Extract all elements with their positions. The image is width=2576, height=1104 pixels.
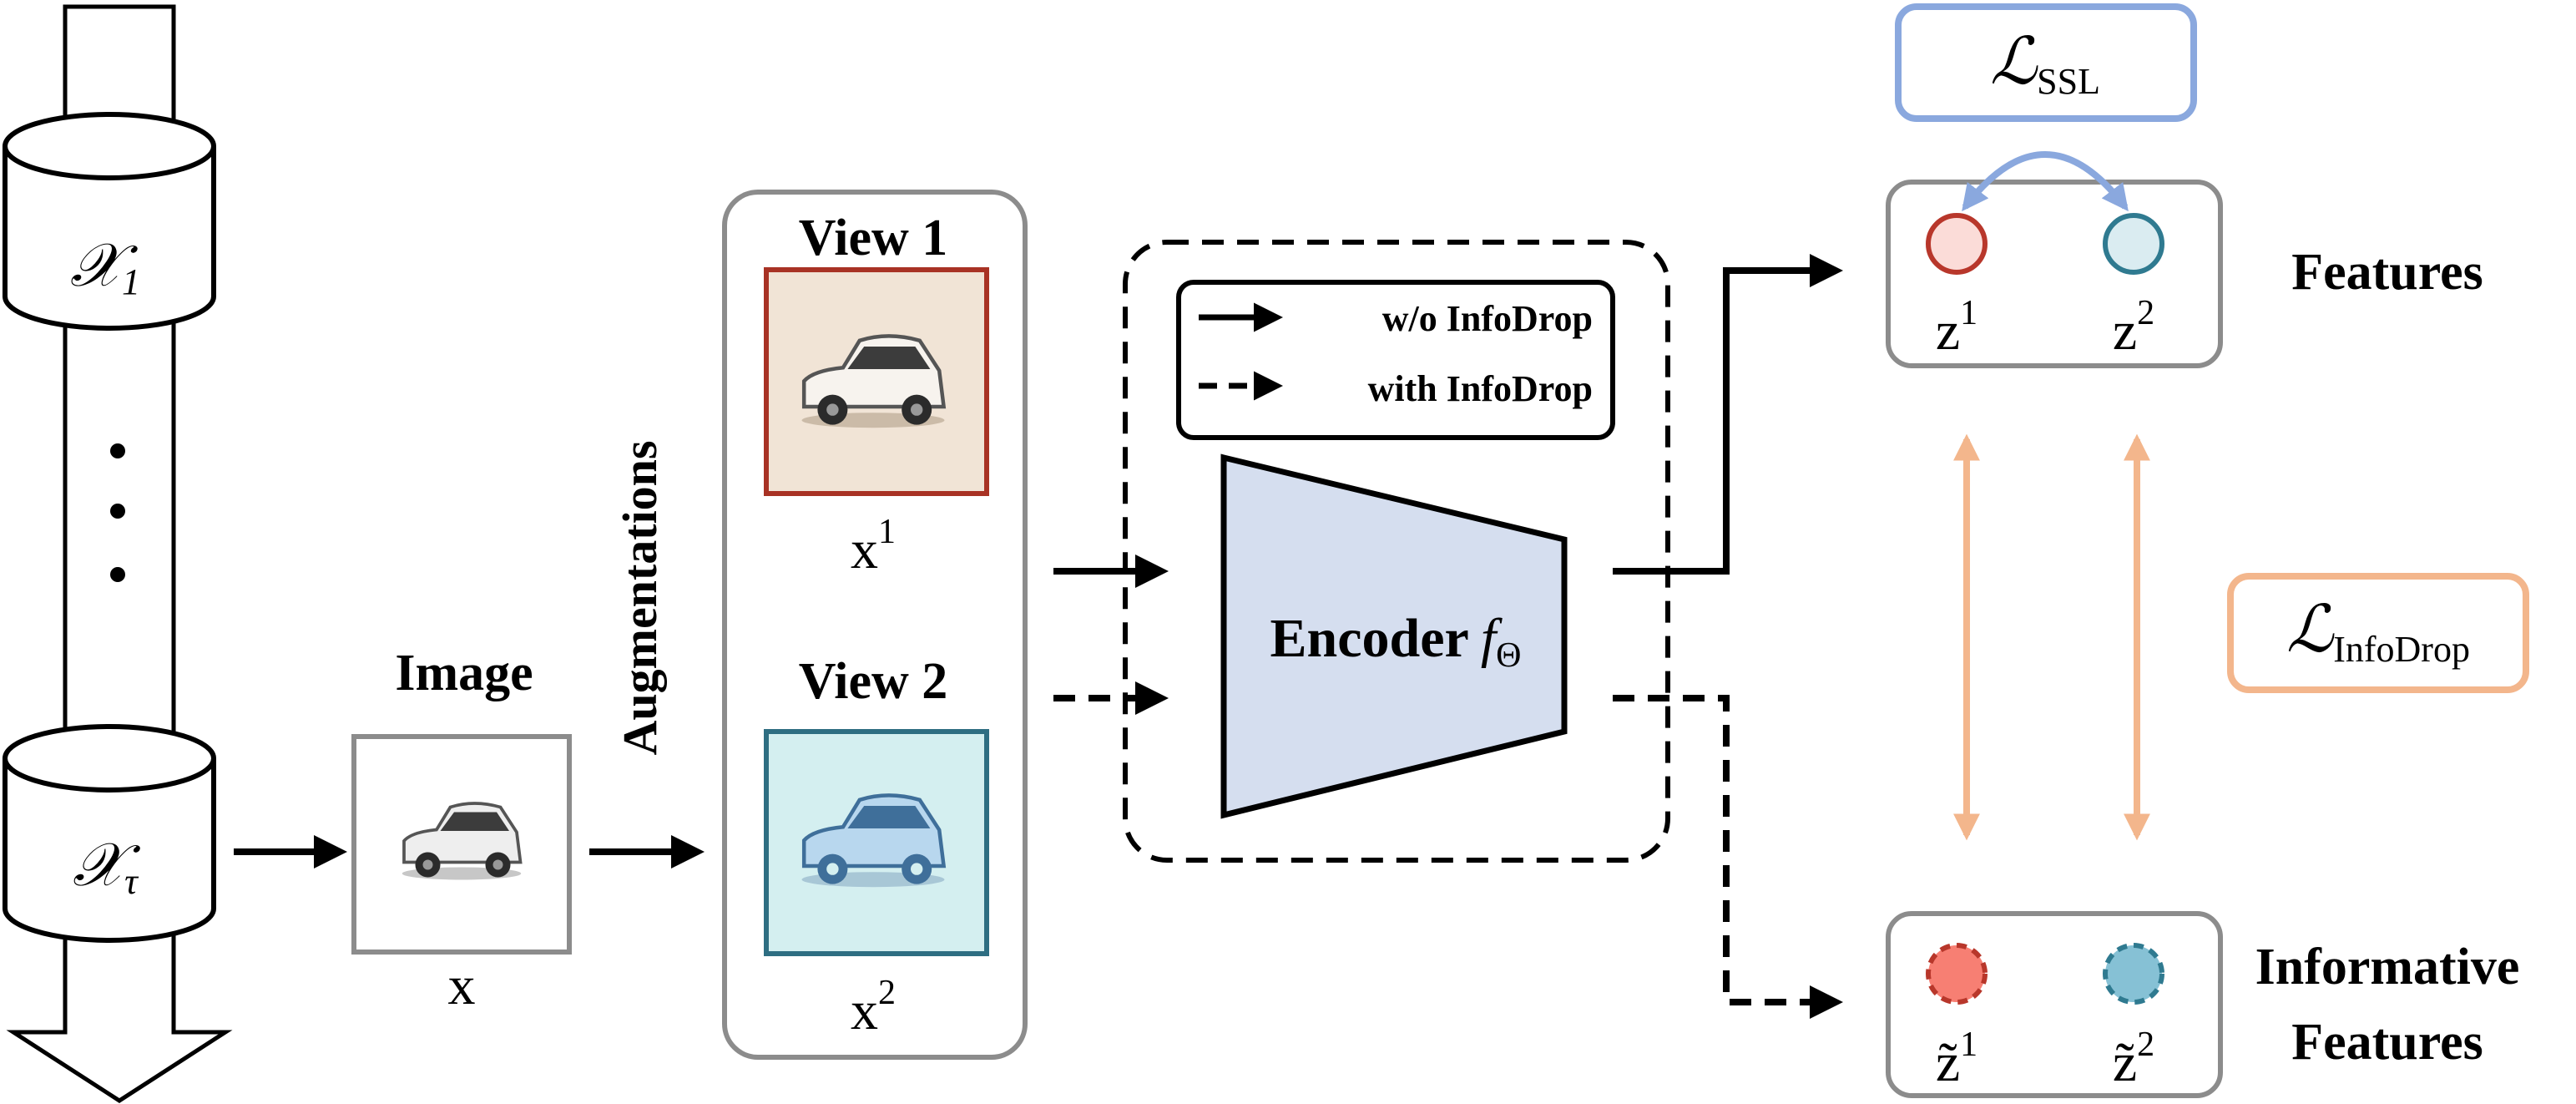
z2-label: z2 xyxy=(2113,294,2154,362)
features-title: Features xyxy=(2291,244,2483,301)
arrow-encoder-to-features xyxy=(1613,254,1843,575)
loss-ssl-label: ℒSSL xyxy=(1990,25,2100,102)
z-tilde-2-node xyxy=(2103,943,2164,1005)
car-image xyxy=(402,802,523,880)
dataset-cylinder-1: 𝒳1 xyxy=(3,112,216,331)
z-tilde-1-label: z̃1 xyxy=(1936,1026,1977,1093)
z1-node xyxy=(1926,213,1988,275)
view-1-title: View 1 xyxy=(799,210,948,266)
encoder-dashed-frame xyxy=(1123,240,1670,863)
z2-node xyxy=(2103,213,2164,275)
ellipsis-dot xyxy=(110,567,125,582)
z-tilde-2-label: z̃2 xyxy=(2113,1026,2154,1093)
ellipsis-dot xyxy=(110,504,125,519)
informative-features-title-line1: Informative xyxy=(2255,939,2520,995)
image-title: Image xyxy=(395,645,533,701)
arrow-encoder-to-informative-features xyxy=(1613,695,1843,1019)
view-2-title: View 2 xyxy=(799,653,948,710)
z1-label: z1 xyxy=(1936,294,1977,362)
view-2-label: x2 xyxy=(851,974,896,1041)
image-label: x xyxy=(448,955,476,1016)
loss-infodrop-label: ℒInfoDrop xyxy=(2286,593,2470,670)
encoder-trapezoid xyxy=(1220,453,1568,819)
data-stream: 𝒳1 𝒳τ xyxy=(3,4,233,1103)
view-1-car xyxy=(801,334,947,428)
legend-dashed-label: with InfoDrop xyxy=(1368,368,1593,409)
view-1-label: x1 xyxy=(851,513,896,580)
loss-infodrop-box xyxy=(2227,573,2529,693)
informative-features-title-line2: Features xyxy=(2291,1014,2483,1071)
augmentations-label: Augmentations xyxy=(613,440,667,755)
loss-ssl-box xyxy=(1895,3,2197,122)
ssl-contrast-arrow xyxy=(1962,151,2129,212)
legend-box xyxy=(1176,280,1615,440)
z-tilde-1-node xyxy=(1926,943,1988,1005)
dataset-cylinder-tau: 𝒳τ xyxy=(3,724,216,943)
ellipsis-dot xyxy=(110,443,125,458)
view-2-car xyxy=(801,793,947,888)
legend-solid-label: w/o InfoDrop xyxy=(1382,298,1593,339)
